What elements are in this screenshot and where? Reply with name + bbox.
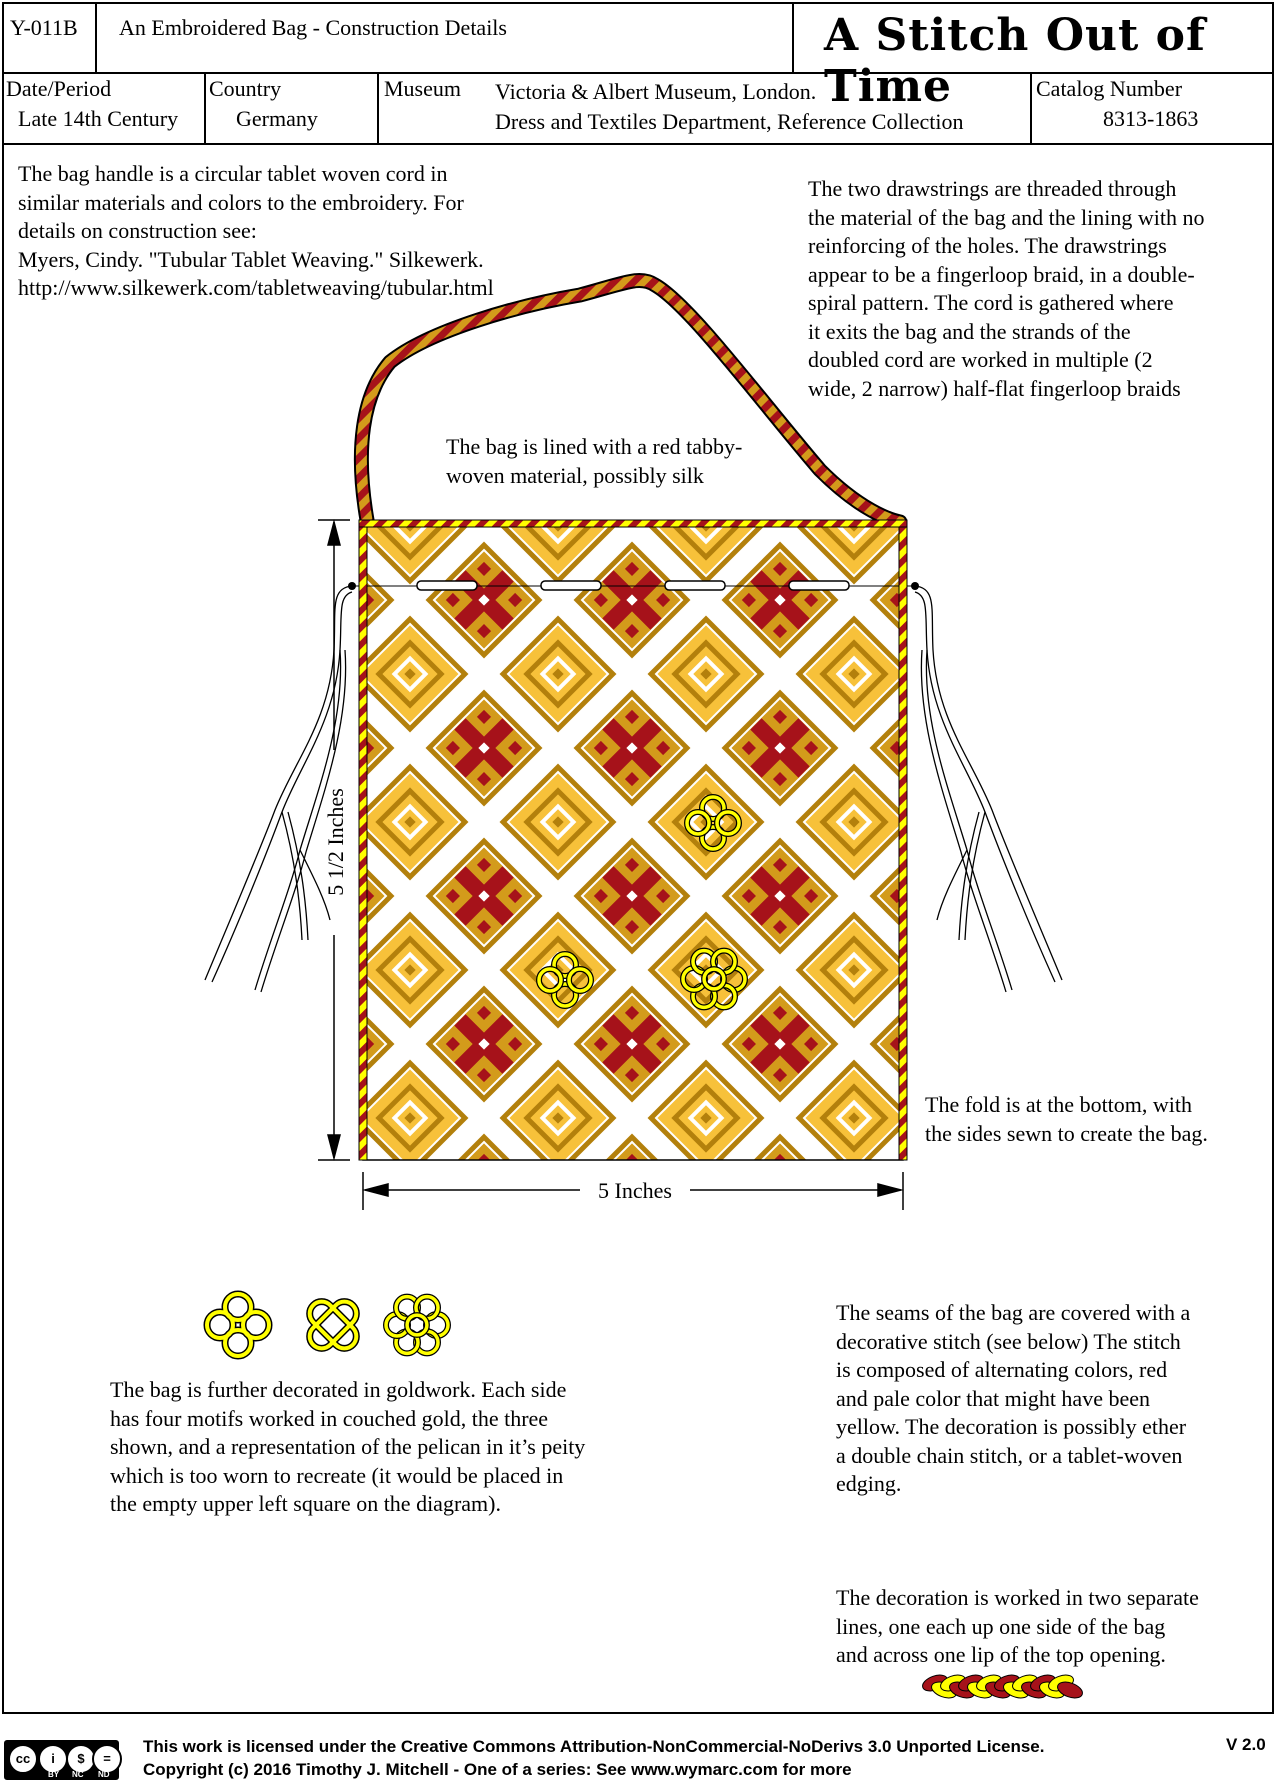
- red-cross-tile: [422, 390, 546, 514]
- note-fold: The fold is at the bottom, with the side…: [925, 1092, 1208, 1146]
- note-drawstrings: The two drawstrings are threaded through…: [808, 176, 1205, 401]
- gold-knot-tile: [788, 904, 903, 1036]
- red-cross-tile: [862, 855, 903, 937]
- gold-knot-tile: [788, 524, 903, 592]
- red-cross-tile: [714, 682, 846, 814]
- museum-line-1: Victoria & Albert Museum, London.: [495, 79, 817, 104]
- red-cross-tile: [363, 561, 402, 639]
- flower-motif: [383, 1293, 451, 1357]
- red-cross-tile: [718, 390, 842, 514]
- chain-stitch-sample: [922, 1674, 1083, 1699]
- red-cross-tile: [598, 1126, 666, 1160]
- note-goldwork: The bag is further decorated in goldwork…: [110, 1377, 586, 1516]
- gold-knot-tile: [640, 608, 772, 740]
- gold-knot-tile: [640, 756, 772, 888]
- red-cross-tile: [862, 1003, 903, 1085]
- header-col-1: [95, 2, 97, 73]
- catalog-value: 8313-1863: [1103, 106, 1199, 131]
- bag-body: [274, 390, 990, 1161]
- document-title: An Embroidered Bag - Construction Detail…: [119, 15, 507, 40]
- gold-knot-tile: [363, 524, 476, 592]
- country-value: Germany: [236, 106, 318, 131]
- date-label: Date/Period: [6, 76, 112, 101]
- red-cross-tile: [418, 534, 550, 666]
- red-cross-tile: [566, 830, 698, 962]
- cc-by-label: BY: [48, 1770, 60, 1779]
- by-icon: i: [38, 1744, 68, 1774]
- red-cross-tile: [418, 682, 550, 814]
- drawstring-channel: [348, 580, 919, 591]
- left-drawstring: [204, 585, 353, 993]
- document-id: Y-011B: [10, 15, 78, 40]
- note-handle: The bag handle is a circular tablet wove…: [18, 161, 494, 300]
- width-label: 5 Inches: [598, 1178, 672, 1203]
- copyright-text: Copyright (c) 2016 Timothy J. Mitchell -…: [143, 1760, 852, 1779]
- red-cross-tile: [862, 559, 903, 641]
- museum-line-2: Dress and Textiles Department, Reference…: [495, 109, 964, 134]
- right-drawstring: [914, 585, 1063, 993]
- license-text: This work is licensed under the Creative…: [143, 1737, 1045, 1756]
- gold-knot-tile: [363, 608, 476, 740]
- red-cross-tile: [566, 682, 698, 814]
- goldwork-motifs: [203, 1290, 451, 1360]
- cc-icon: cc: [8, 1744, 38, 1774]
- page-frame: [2, 2, 1274, 1714]
- gold-knot-tile: [640, 1052, 772, 1160]
- gold-knot-tile: [363, 1052, 476, 1160]
- height-dimension: [318, 519, 350, 1161]
- red-cross-tile: [274, 390, 398, 514]
- red-cross-tile: [363, 857, 402, 935]
- museum-label: Museum: [384, 76, 461, 101]
- gold-knot-tile: [788, 608, 903, 740]
- red-cross-tile: [714, 978, 846, 1110]
- red-cross-tile: [418, 978, 550, 1110]
- gold-knot-tile: [492, 756, 624, 888]
- brand-title: A Stitch Out of Time: [824, 10, 1206, 112]
- header-col-2: [792, 2, 794, 73]
- height-label: 5 1/2 Inches: [323, 788, 348, 896]
- nd-icon: =: [92, 1744, 122, 1774]
- header-col-4: [377, 72, 379, 144]
- header-col-5: [1030, 72, 1032, 144]
- red-cross-tile: [566, 534, 698, 666]
- red-cross-tile: [714, 830, 846, 962]
- cc-nc-label: NC: [72, 1770, 84, 1779]
- red-cross-tile: [746, 1126, 814, 1160]
- catalog-label: Catalog Number: [1036, 76, 1183, 101]
- bag-goldwork: [536, 794, 748, 1011]
- header-divider-1: [2, 72, 1274, 74]
- gold-knot-tile: [492, 608, 624, 740]
- country-label: Country: [209, 76, 282, 101]
- red-cross-tile: [714, 534, 846, 666]
- width-dimension: [362, 1172, 904, 1210]
- handle-cord: [353, 272, 908, 530]
- header-col-3: [204, 72, 206, 144]
- version-label: V 2.0: [1226, 1735, 1266, 1754]
- note-seams: The seams of the bag are covered with a …: [836, 1300, 1191, 1496]
- seam-edging: [358, 519, 908, 1161]
- gold-knot-tile: [492, 1052, 624, 1160]
- header-divider-2: [2, 143, 1274, 145]
- gold-knot-tile: [788, 756, 903, 888]
- note-decoration: The decoration is worked in two separate…: [836, 1585, 1199, 1667]
- gold-knot-tile: [788, 1052, 903, 1160]
- note-lining: The bag is lined with a red tabby- woven…: [446, 434, 743, 488]
- gold-knot-tile: [363, 904, 476, 1036]
- cc-license-badge[interactable]: cc i $ = BY NC ND: [4, 1740, 122, 1780]
- red-cross-tile: [418, 830, 550, 962]
- knot-motif-1: [203, 1290, 273, 1360]
- red-cross-tile: [866, 390, 990, 514]
- cc-nd-label: ND: [98, 1770, 110, 1779]
- knot-motif-2: [306, 1298, 360, 1352]
- red-cross-tile: [566, 978, 698, 1110]
- date-value: Late 14th Century: [18, 106, 179, 131]
- red-cross-tile: [450, 1126, 518, 1160]
- gold-knot-tile: [363, 756, 476, 888]
- red-cross-tile: [570, 390, 694, 514]
